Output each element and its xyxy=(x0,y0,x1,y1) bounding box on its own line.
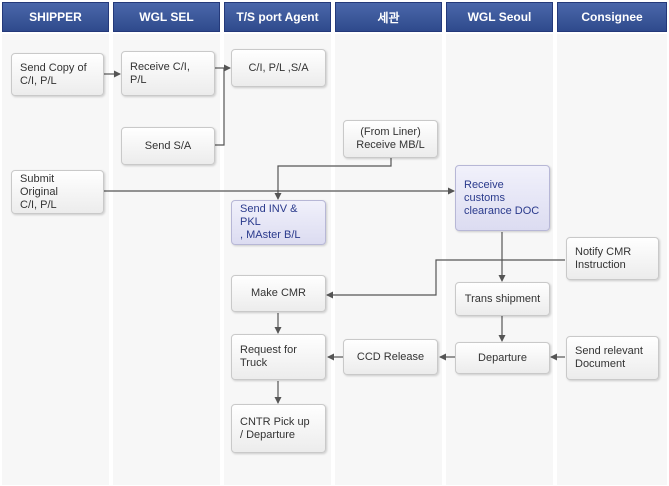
lane-header-consignee: Consignee xyxy=(557,2,667,32)
lane-wgl-seoul xyxy=(446,34,553,485)
step-send-sa[interactable]: Send S/A xyxy=(121,127,215,165)
step-notify-cmr-instruction[interactable]: Notify CMR Instruction xyxy=(566,237,659,280)
lane-header-wgl-sel: WGL SEL xyxy=(113,2,220,32)
lane-customs xyxy=(335,34,442,485)
step-receive-mbl[interactable]: (From Liner) Receive MB/L xyxy=(343,120,438,158)
step-departure[interactable]: Departure xyxy=(455,342,550,374)
step-send-relevant-document[interactable]: Send relevant Document xyxy=(566,336,659,380)
step-receive-customs-clearance-doc[interactable]: Receive customs clearance DOC xyxy=(455,165,550,231)
lane-shipper xyxy=(2,34,109,485)
step-send-inv-pkl-master-bl[interactable]: Send INV & PKL , MAster B/L xyxy=(231,200,326,245)
lane-wgl-sel xyxy=(113,34,220,485)
step-receive-ci-pl[interactable]: Receive C/I, P/L xyxy=(121,51,215,96)
step-make-cmr[interactable]: Make CMR xyxy=(231,275,326,312)
lane-header-wgl-seoul: WGL Seoul xyxy=(446,2,553,32)
step-send-copy-ci-pl[interactable]: Send Copy of C/I, P/L xyxy=(11,53,104,96)
step-cntr-pickup-departure[interactable]: CNTR Pick up / Departure xyxy=(231,404,326,453)
step-request-truck[interactable]: Request for Truck xyxy=(231,334,326,380)
step-ci-pl-sa[interactable]: C/I, P/L ,S/A xyxy=(231,49,326,87)
lane-header-customs: 세관 xyxy=(335,2,442,32)
lane-header-ts-port-agent: T/S port Agent xyxy=(224,2,331,32)
step-ccd-release[interactable]: CCD Release xyxy=(343,339,438,375)
step-trans-shipment[interactable]: Trans shipment xyxy=(455,282,550,316)
lane-header-shipper: SHIPPER xyxy=(2,2,109,32)
step-submit-original-ci-pl[interactable]: Submit Original C/I, P/L xyxy=(11,170,104,214)
